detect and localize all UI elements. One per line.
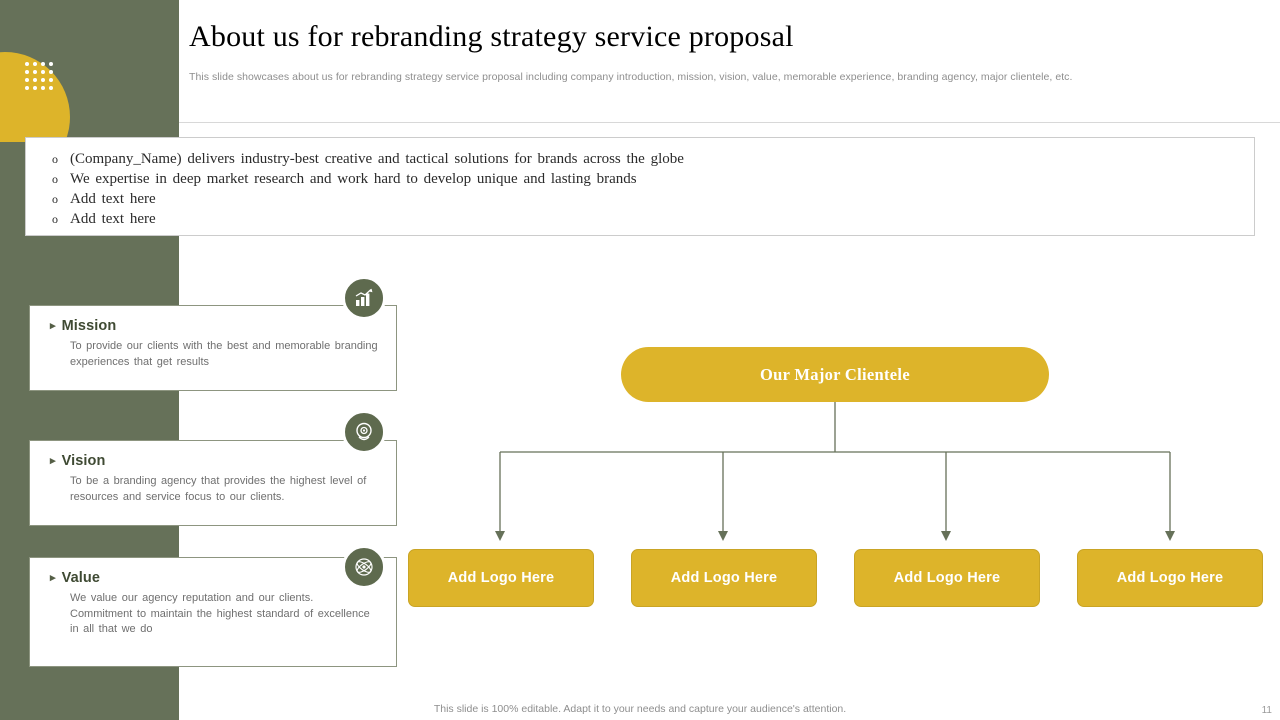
page-number: 11 <box>1261 705 1272 716</box>
value-card: ▸Value We value our agency reputation an… <box>29 557 397 667</box>
vision-card-body: To be a branding agency that provides th… <box>70 475 367 503</box>
list-item: Add text here <box>52 210 1254 230</box>
mission-card-title: ▸Mission <box>50 318 117 334</box>
bar-chart-growth-icon <box>342 276 386 320</box>
footer-note: This slide is 100% editable. Adapt it to… <box>433 703 847 715</box>
our-major-clientele-node: Our Major Clientele <box>621 347 1049 402</box>
arrow-right-icon: ▸ <box>50 320 56 332</box>
list-item: (Company_Name) delivers industry-best cr… <box>52 150 1254 170</box>
company-introduction-box: (Company_Name) delivers industry-best cr… <box>25 137 1255 236</box>
arrow-right-icon: ▸ <box>50 572 56 584</box>
add-logo-here-label: Add Logo Here <box>1116 570 1224 586</box>
dot-grid-decoration <box>25 62 55 92</box>
yellow-quarter-circle-decoration <box>0 52 72 142</box>
add-logo-here-label: Add Logo Here <box>447 570 555 586</box>
list-item: Add text here <box>52 190 1254 210</box>
page-subtitle: This slide showcases about us for rebran… <box>189 71 1073 83</box>
atom-leaf-icon <box>342 545 386 589</box>
value-card-title: ▸Value <box>50 570 101 586</box>
add-logo-here-box-4[interactable]: Add Logo Here <box>1077 549 1263 607</box>
vision-card: ▸Vision To be a branding agency that pro… <box>29 440 397 526</box>
mission-card-body: To provide our clients with the best and… <box>70 340 378 368</box>
vision-card-title: ▸Vision <box>50 453 106 469</box>
add-logo-here-box-2[interactable]: Add Logo Here <box>631 549 817 607</box>
company-introduction-bullet-list: (Company_Name) delivers industry-best cr… <box>26 138 1254 230</box>
target-eye-icon <box>342 410 386 454</box>
add-logo-here-label: Add Logo Here <box>893 570 1001 586</box>
add-logo-here-label: Add Logo Here <box>670 570 778 586</box>
page-title: About us for rebranding strategy service… <box>189 20 794 53</box>
list-item: We expertise in deep market research and… <box>52 170 1254 190</box>
add-logo-here-box-1[interactable]: Add Logo Here <box>408 549 594 607</box>
header-divider <box>179 122 1280 123</box>
add-logo-here-box-3[interactable]: Add Logo Here <box>854 549 1040 607</box>
our-major-clientele-label: Our Major Clientele <box>760 364 910 384</box>
mission-card: ▸Mission To provide our clients with the… <box>29 305 397 391</box>
arrow-right-icon: ▸ <box>50 455 56 467</box>
value-card-body: We value our agency reputation and our c… <box>70 592 370 635</box>
